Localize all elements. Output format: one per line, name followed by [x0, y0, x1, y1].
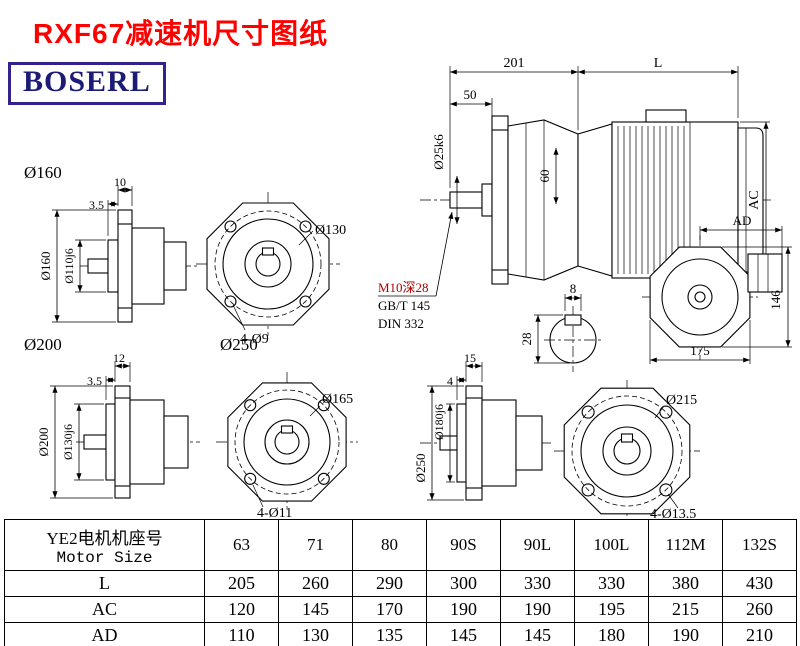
dim-146-label: 146	[768, 290, 783, 310]
dim-60-label: 60	[537, 170, 552, 183]
table-cell: 330	[574, 570, 649, 597]
flange250-bolt-circle-label: Ø165	[322, 392, 353, 407]
size-col-header: 90S	[426, 519, 501, 571]
dim-AC-label: AC	[747, 190, 762, 209]
table-cell: 290	[352, 570, 427, 597]
table-cell: 180	[574, 622, 649, 646]
flange200-label: Ø200	[24, 335, 62, 354]
flange160-holes-label: 4-Ø9	[240, 332, 269, 347]
flange160-label: Ø160	[24, 163, 62, 182]
motor-size-header-cell: YE2电机机座号 Motor Size	[4, 519, 205, 571]
note-standard2-label: DIN 332	[378, 316, 424, 331]
flange250-label: Ø250	[220, 335, 258, 354]
table-cell: 190	[500, 596, 575, 623]
flange-160-front-view: Ø130 4-Ø9	[196, 192, 346, 347]
dim-3-5b-label: 3.5	[87, 374, 102, 388]
size-col-header: 112M	[648, 519, 723, 571]
flange250-spigot-dia-label: Ø180j6	[432, 404, 446, 440]
dim-12-label: 12	[113, 351, 125, 365]
table-cell: 195	[574, 596, 649, 623]
table-cell: 260	[278, 570, 353, 597]
motor-size-header-cn: YE2电机机座号	[46, 528, 163, 548]
dim-201-label: 201	[504, 56, 525, 71]
key-depth-label: 28	[519, 333, 534, 346]
flange-large-bolt-circle-label: Ø215	[666, 393, 697, 408]
size-col-header: 90L	[500, 519, 575, 571]
table-row-AD: AD 110 130 135 145 145 180 190 210	[4, 622, 797, 646]
motor-end-view: AD 146 175	[642, 213, 792, 364]
page-title: RXF67减速机尺寸图纸	[33, 18, 329, 49]
table-cell: 145	[426, 622, 501, 646]
table-cell: 145	[500, 622, 575, 646]
dim-L-label: L	[654, 56, 663, 71]
dim-10-label: 10	[114, 175, 126, 189]
row-label: AC	[4, 596, 205, 623]
dim-3-5-label: 3.5	[89, 198, 104, 212]
dim-AD-label: AD	[733, 213, 752, 228]
note-standard1-label: GB/T 145	[378, 298, 430, 313]
table-cell: 215	[648, 596, 723, 623]
motor-size-table: YE2电机机座号 Motor Size 63 71 80 90S 90L 100…	[4, 519, 797, 646]
table-cell: 170	[352, 596, 427, 623]
brand-logo: BOSERL	[8, 62, 166, 105]
dim-15-label: 15	[464, 351, 476, 365]
table-row-AC: AC 120 145 170 190 190 195 215 260	[4, 596, 797, 623]
size-col-header: 71	[278, 519, 353, 571]
size-col-header: 100L	[574, 519, 649, 571]
flange-200-side-view: Ø200 12 3.5 Ø200 Ø130j6	[24, 335, 200, 499]
technical-drawing: 201 L 50 Ø25k6 60 AC M10深28 GB/T 145 DIN…	[24, 56, 792, 519]
flange-large-holes-label: 4-Ø13.5	[650, 507, 696, 519]
flange160-outer-dia-label: Ø160	[38, 252, 53, 281]
flange250-holes-label: 4-Ø11	[257, 506, 292, 519]
table-cell: 210	[722, 622, 797, 646]
motor-size-header-en: Motor Size	[56, 548, 153, 567]
dim-4-label: 4	[447, 374, 453, 388]
flange-250-side-view: 15 4 Ø250 Ø180j6	[413, 351, 552, 501]
size-col-header: 63	[204, 519, 279, 571]
table-cell: 260	[722, 596, 797, 623]
table-cell: 190	[426, 596, 501, 623]
table-cell: 380	[648, 570, 723, 597]
table-cell: 135	[352, 622, 427, 646]
table-row-L: L 205 260 290 300 330 330 380 430	[4, 570, 797, 597]
size-col-header: 80	[352, 519, 427, 571]
flange250-outer-dia-label: Ø250	[413, 454, 428, 483]
flange-front-view-large: Ø215 4-Ø13.5	[554, 380, 700, 519]
flange200-outer-dia-label: Ø200	[36, 428, 51, 457]
table-cell: 330	[500, 570, 575, 597]
table-header-row: YE2电机机座号 Motor Size 63 71 80 90S 90L 100…	[4, 519, 797, 571]
table-cell: 110	[204, 622, 279, 646]
size-col-header: 132S	[722, 519, 797, 571]
table-cell: 190	[648, 622, 723, 646]
flange200-spigot-dia-label: Ø130j6	[61, 424, 75, 460]
key-width-label: 8	[570, 281, 577, 296]
flange160-bolt-circle-label: Ø130	[315, 223, 346, 238]
table-cell: 430	[722, 570, 797, 597]
brand-text: BOSERL	[23, 65, 151, 98]
table-cell: 205	[204, 570, 279, 597]
row-label: L	[4, 570, 205, 597]
table-cell: 145	[278, 596, 353, 623]
shaft-key-section-view: 8 28	[519, 281, 602, 372]
row-label: AD	[4, 622, 205, 646]
flange-250-front-view: Ø250 Ø165 4-Ø11	[216, 335, 358, 519]
dim-175-label: 175	[690, 343, 710, 358]
table-cell: 130	[278, 622, 353, 646]
flange160-spigot-dia-label: Ø110j6	[62, 248, 76, 284]
table-cell: 120	[204, 596, 279, 623]
note-tap-label: M10深28	[378, 280, 429, 295]
shaft-dia-label: Ø25k6	[431, 134, 446, 170]
dim-50-label: 50	[464, 87, 477, 102]
flange-160-side-view: Ø160 10 3.5 Ø160 Ø110j6	[24, 163, 198, 323]
table-cell: 300	[426, 570, 501, 597]
